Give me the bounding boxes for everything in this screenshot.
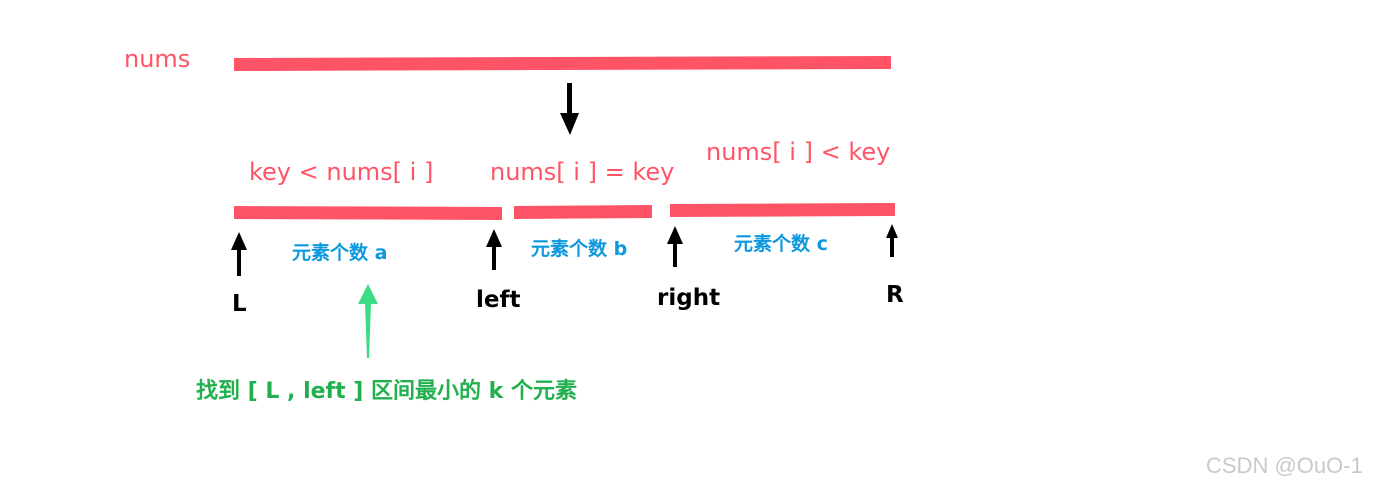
- pointer-arrow-left: [486, 229, 502, 270]
- condition-right-label: nums[ i ] < key: [706, 138, 891, 166]
- pointer-arrow-L: [231, 232, 247, 276]
- pointer-R-label: R: [886, 282, 904, 308]
- segment-bar-right: [670, 203, 895, 217]
- pointer-arrow-R: [886, 224, 898, 257]
- count-a-label: 元素个数 a: [292, 242, 388, 264]
- watermark: CSDN @OuO-1: [1206, 453, 1363, 478]
- highlight-arrow: [358, 284, 378, 358]
- conclusion-text: 找到 [ L , left ] 区间最小的 k 个元素: [196, 379, 577, 404]
- condition-middle-label: nums[ i ] = key: [490, 158, 675, 186]
- condition-left-label: key < nums[ i ]: [249, 158, 434, 186]
- segment-bar-left: [234, 206, 502, 220]
- nums-bar: [234, 56, 891, 71]
- pointer-L-label: L: [232, 291, 247, 317]
- pointer-arrow-right: [667, 226, 683, 267]
- count-c-label: 元素个数 c: [734, 233, 828, 255]
- split-arrow: [560, 83, 579, 135]
- nums-label: nums: [124, 45, 191, 73]
- count-b-label: 元素个数 b: [531, 238, 628, 260]
- segment-bar-middle: [514, 205, 652, 219]
- pointer-right-label: right: [657, 285, 721, 311]
- pointer-left-label: left: [476, 287, 521, 313]
